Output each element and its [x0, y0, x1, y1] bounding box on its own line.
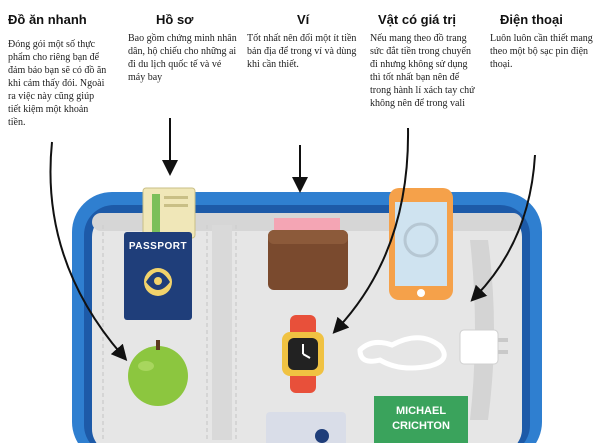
column-title: Ví: [297, 12, 310, 27]
column-title: Đồ ăn nhanh: [8, 12, 87, 27]
column-wallet: Ví Tốt nhất nên đổi một ít tiền bản địa …: [247, 0, 367, 71]
passport-icon: [124, 232, 192, 320]
book-title-line2: CRICHTON: [392, 420, 450, 432]
column-title: Điện thoại: [500, 12, 563, 27]
passport-label: PASSPORT: [128, 241, 188, 252]
column-phone: Điện thoại Luôn luôn cần thiết mang theo…: [490, 0, 595, 71]
column-title: Vật có giá trị: [378, 12, 457, 27]
curved-arrow-icon: [470, 154, 536, 302]
watch-icon: [282, 315, 324, 393]
wallet-icon: [268, 218, 348, 290]
column-text: Đóng gói một số thực phẩm cho riêng bạn …: [8, 39, 107, 128]
book-title-line1: MICHAEL: [395, 405, 447, 417]
column-text: Nếu mang theo đồ trang sức đắt tiền tron…: [370, 33, 475, 109]
phone-icon: [389, 188, 453, 300]
book-icon: [374, 396, 468, 443]
column-text: Tốt nhất nên đổi một ít tiền bản địa để …: [247, 33, 357, 70]
apple-icon: [128, 340, 188, 406]
column-documents: Hồ sơ Bao gồm chứng minh nhân dân, hộ ch…: [128, 0, 238, 84]
column-snacks: Đồ ăn nhanh Đóng gói một số thực phẩm ch…: [8, 0, 108, 129]
curved-arrow-icon: [49, 141, 128, 362]
ticket-icon: [142, 187, 196, 239]
curved-arrow-icon: [332, 127, 410, 334]
column-valuables: Vật có giá trị Nếu mang theo đồ trang sứ…: [370, 0, 480, 110]
device-icon: [266, 412, 346, 443]
column-title: Hồ sơ: [156, 12, 194, 27]
charger-icon: [357, 329, 508, 371]
column-text: Bao gồm chứng minh nhân dân, hộ chiếu ch…: [128, 33, 237, 83]
column-text: Luôn luôn cần thiết mang theo một bộ sạc…: [490, 33, 593, 70]
arrows: [49, 118, 536, 362]
